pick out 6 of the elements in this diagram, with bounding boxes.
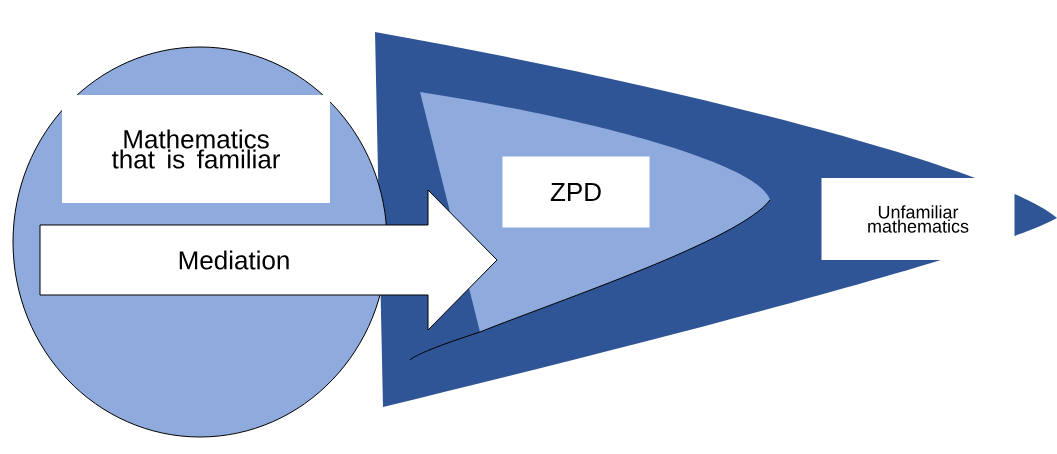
- text-box: Unfamiliar mathematics: [821, 178, 1015, 260]
- node-label: Unfamiliar mathematics: [868, 205, 969, 233]
- block-arrow: [39, 189, 498, 331]
- text-box: Mathematics that is familiar: [62, 95, 330, 203]
- edge-label: Mediation: [176, 249, 292, 271]
- text-box: ZPD: [502, 156, 650, 228]
